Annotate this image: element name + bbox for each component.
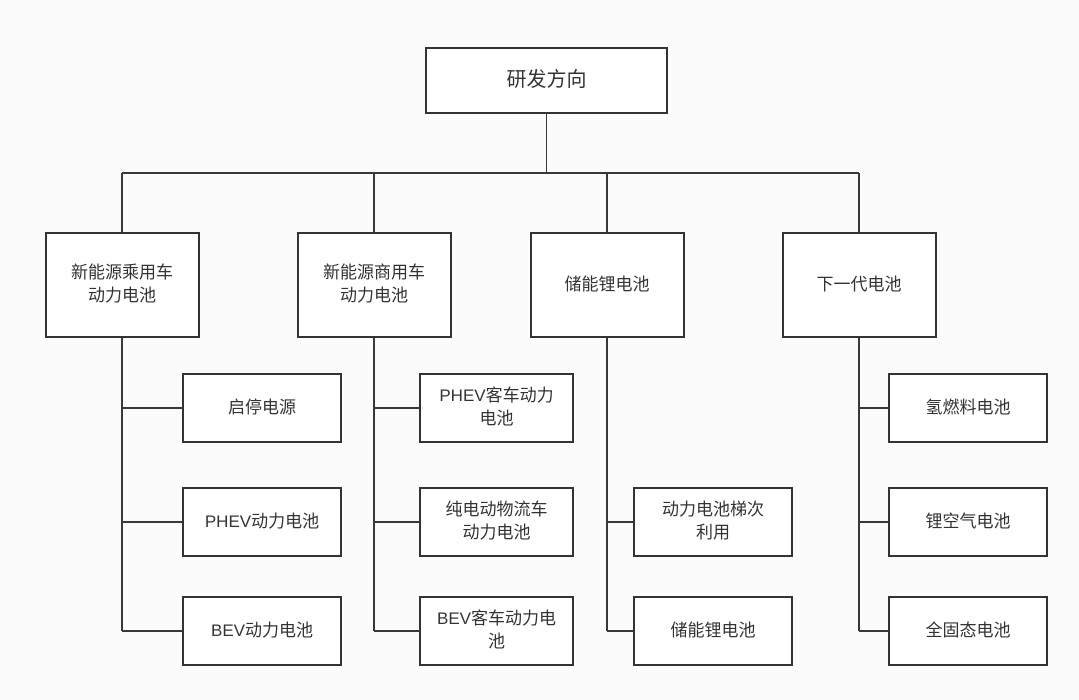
node-branch-3: 下一代电池 (781, 232, 937, 338)
connector-line (122, 407, 182, 409)
node-child-3-2: 全固态电池 (888, 596, 1048, 666)
node-child-1-2: BEV客车动力电 池 (419, 596, 574, 666)
node-child-0-1: PHEV动力电池 (182, 487, 342, 557)
node-root: 研发方向 (425, 47, 668, 114)
connector-line (859, 407, 888, 409)
connector-line (374, 630, 419, 632)
connector-line (374, 521, 419, 523)
node-child-3-1: 锂空气电池 (888, 487, 1048, 557)
connector-line (545, 114, 548, 173)
node-child-2-1: 储能锂电池 (633, 596, 793, 666)
connector-line (122, 630, 182, 632)
node-child-1-1: 纯电动物流车 动力电池 (419, 487, 574, 557)
connector-line (121, 336, 123, 631)
node-branch-0: 新能源乘用车 动力电池 (44, 232, 200, 338)
connector-line (859, 521, 888, 523)
connector-line (122, 521, 182, 523)
connector-line (607, 630, 633, 632)
connector-line (858, 336, 860, 631)
node-child-0-2: BEV动力电池 (182, 596, 342, 666)
connector-line (859, 630, 888, 632)
node-child-1-0: PHEV客车动力 电池 (419, 373, 574, 443)
connector-line (373, 336, 375, 631)
node-branch-1: 新能源商用车 动力电池 (296, 232, 452, 338)
connector-line (373, 173, 375, 232)
connector-line (121, 173, 123, 232)
connector-line (606, 173, 608, 232)
connector-line (607, 521, 633, 523)
connector-line (374, 407, 419, 409)
node-branch-2: 储能锂电池 (529, 232, 685, 338)
node-child-2-0: 动力电池梯次 利用 (633, 487, 793, 557)
connector-line (122, 172, 859, 174)
node-child-3-0: 氢燃料电池 (888, 373, 1048, 443)
connector-line (606, 336, 608, 631)
node-child-0-0: 启停电源 (182, 373, 342, 443)
connector-line (858, 173, 860, 232)
